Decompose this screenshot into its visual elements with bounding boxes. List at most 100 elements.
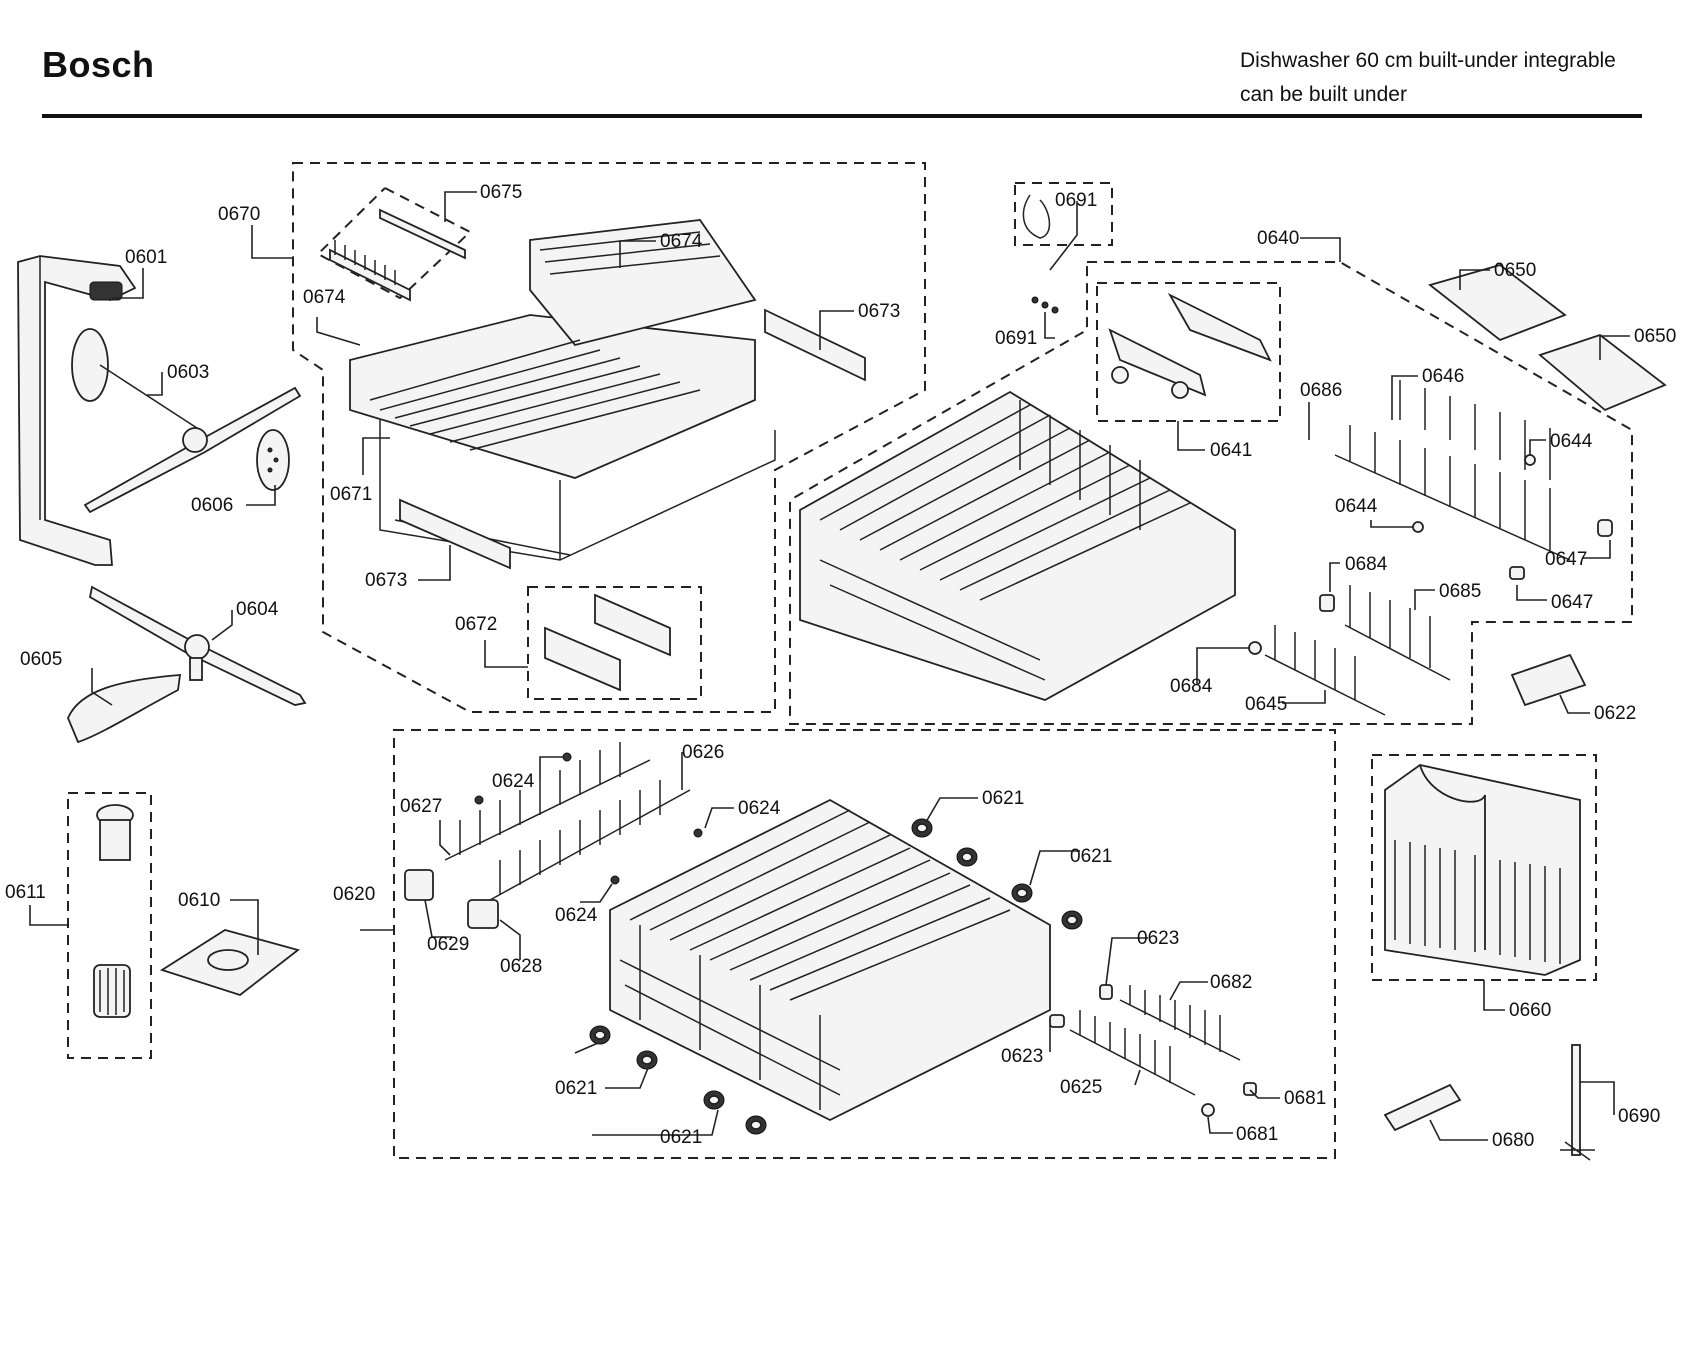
group-box-lower-basket bbox=[393, 729, 1336, 1159]
group-box-0691 bbox=[1014, 182, 1113, 246]
callout-0680: 0680 bbox=[1492, 1130, 1534, 1151]
callout-0620: 0620 bbox=[333, 884, 375, 905]
callout-0625: 0625 bbox=[1060, 1077, 1102, 1098]
tine-row-0625 bbox=[1069, 1010, 1196, 1096]
clip-0647 bbox=[1597, 519, 1613, 537]
callout-0606: 0606 bbox=[191, 495, 233, 516]
clip-0623-b bbox=[1049, 1014, 1065, 1028]
tine-row-0685 bbox=[1344, 585, 1451, 681]
callout-0647-a: 0647 bbox=[1545, 549, 1587, 570]
handle-0680 bbox=[1383, 1083, 1462, 1132]
callout-0672: 0672 bbox=[455, 614, 497, 635]
group-box-0675 bbox=[316, 187, 472, 300]
clip-0684 bbox=[1319, 594, 1335, 612]
callout-0684-a: 0684 bbox=[1345, 554, 1388, 575]
callout-0673-right: 0673 bbox=[858, 301, 900, 322]
filter-plate-0610 bbox=[159, 929, 300, 997]
callout-0682: 0682 bbox=[1210, 972, 1252, 993]
clip-0624-c bbox=[693, 828, 703, 838]
callout-0624-c: 0624 bbox=[555, 905, 598, 926]
callout-0611: 0611 bbox=[5, 882, 46, 903]
callout-0621-c: 0621 bbox=[555, 1078, 597, 1099]
callout-0622: 0622 bbox=[1594, 703, 1636, 724]
callout-0603: 0603 bbox=[167, 362, 209, 383]
callout-0681-a: 0681 bbox=[1284, 1088, 1326, 1109]
callout-0624-b: 0624 bbox=[738, 798, 781, 819]
spray-supply-pipe-0601 bbox=[17, 255, 137, 566]
callout-0674-top: 0674 bbox=[660, 231, 703, 252]
tine-row-0682 bbox=[1119, 985, 1241, 1061]
callout-0674-left: 0674 bbox=[303, 287, 346, 308]
tine-row-0626 bbox=[489, 780, 691, 901]
rack-strip-0675 bbox=[329, 208, 466, 302]
filter-0611 bbox=[93, 804, 134, 1018]
group-box-0641 bbox=[1096, 282, 1281, 422]
callout-0670: 0670 bbox=[218, 204, 260, 225]
group-box-0672 bbox=[527, 586, 702, 700]
brand-title: Bosch bbox=[42, 44, 155, 85]
clip-0684-b bbox=[1248, 641, 1262, 655]
callout-0604: 0604 bbox=[236, 599, 279, 620]
clip-0624-a bbox=[562, 752, 572, 762]
callout-0690: 0690 bbox=[1618, 1106, 1660, 1127]
lower-spray-arm-0604 bbox=[88, 585, 307, 706]
callout-0621-b: 0621 bbox=[1070, 846, 1112, 867]
callout-0671: 0671 bbox=[330, 484, 372, 505]
model-description: Dishwasher 60 cm built-under integrable … bbox=[1240, 44, 1616, 112]
callout-0605: 0605 bbox=[20, 649, 62, 670]
header-rule bbox=[42, 114, 1642, 118]
model-description-line2: can be built under bbox=[1240, 83, 1407, 106]
callout-0621-a: 0621 bbox=[982, 788, 1024, 809]
tine-row-0627 bbox=[444, 742, 651, 861]
upper-basket-0674 bbox=[349, 219, 776, 561]
upper-rack-basket bbox=[799, 390, 1236, 701]
tool-0690 bbox=[1560, 1044, 1595, 1161]
callout-0623-a: 0623 bbox=[1137, 928, 1179, 949]
clip-0644 bbox=[1524, 454, 1536, 466]
handle-0622 bbox=[1510, 653, 1587, 707]
callout-0691-bottom: 0691 bbox=[995, 328, 1037, 349]
spray-arm-cover-0605 bbox=[67, 674, 182, 744]
rack-guide-0673-right bbox=[764, 308, 866, 382]
callout-0650-b: 0650 bbox=[1634, 326, 1676, 347]
spray-nozzle-0606 bbox=[256, 429, 290, 491]
rack-latch-0691 bbox=[1022, 194, 1059, 314]
model-description-line1: Dishwasher 60 cm built-under integrable bbox=[1240, 49, 1616, 72]
clip-0628 bbox=[467, 899, 499, 929]
clip-0624-d bbox=[610, 875, 620, 885]
group-box-upper-basket bbox=[292, 162, 926, 713]
callout-0624-a: 0624 bbox=[492, 771, 535, 792]
callout-0681-b: 0681 bbox=[1236, 1124, 1278, 1145]
callout-0644-b: 0644 bbox=[1335, 496, 1378, 517]
callout-0685: 0685 bbox=[1439, 581, 1481, 602]
callout-0660: 0660 bbox=[1509, 1000, 1551, 1021]
tine-row-0645 bbox=[1264, 625, 1386, 716]
callout-0645: 0645 bbox=[1245, 694, 1287, 715]
clip-0629 bbox=[404, 869, 434, 901]
callout-0675: 0675 bbox=[480, 182, 522, 203]
callout-0647-b: 0647 bbox=[1551, 592, 1593, 613]
wheels-0621 bbox=[589, 818, 1083, 1135]
clip-0647-b bbox=[1509, 566, 1525, 580]
cutlery-basket-0660 bbox=[1384, 764, 1581, 976]
callout-0610: 0610 bbox=[178, 890, 220, 911]
callout-0627: 0627 bbox=[400, 796, 442, 817]
callout-0621-d: 0621 bbox=[660, 1127, 702, 1148]
callout-0673-left: 0673 bbox=[365, 570, 407, 591]
rack-adjuster-0672 bbox=[544, 593, 671, 692]
callout-0623-b: 0623 bbox=[1001, 1046, 1043, 1067]
clip-0623 bbox=[1099, 984, 1113, 1000]
callout-0644-a: 0644 bbox=[1550, 431, 1593, 452]
callout-labels: 0601 0603 0606 0604 0605 0611 0610 0670 … bbox=[5, 182, 1676, 1151]
callout-0650-a: 0650 bbox=[1494, 260, 1536, 281]
callout-0646: 0646 bbox=[1422, 366, 1464, 387]
rack-guide-0673-left bbox=[399, 498, 511, 570]
clip-0624-b bbox=[474, 795, 484, 805]
callout-0641: 0641 bbox=[1210, 440, 1252, 461]
callout-0628: 0628 bbox=[500, 956, 542, 977]
callout-0640: 0640 bbox=[1257, 228, 1299, 249]
clip-0681-b bbox=[1201, 1103, 1215, 1117]
callout-0684-b: 0684 bbox=[1170, 676, 1213, 697]
callout-0686: 0686 bbox=[1300, 380, 1342, 401]
